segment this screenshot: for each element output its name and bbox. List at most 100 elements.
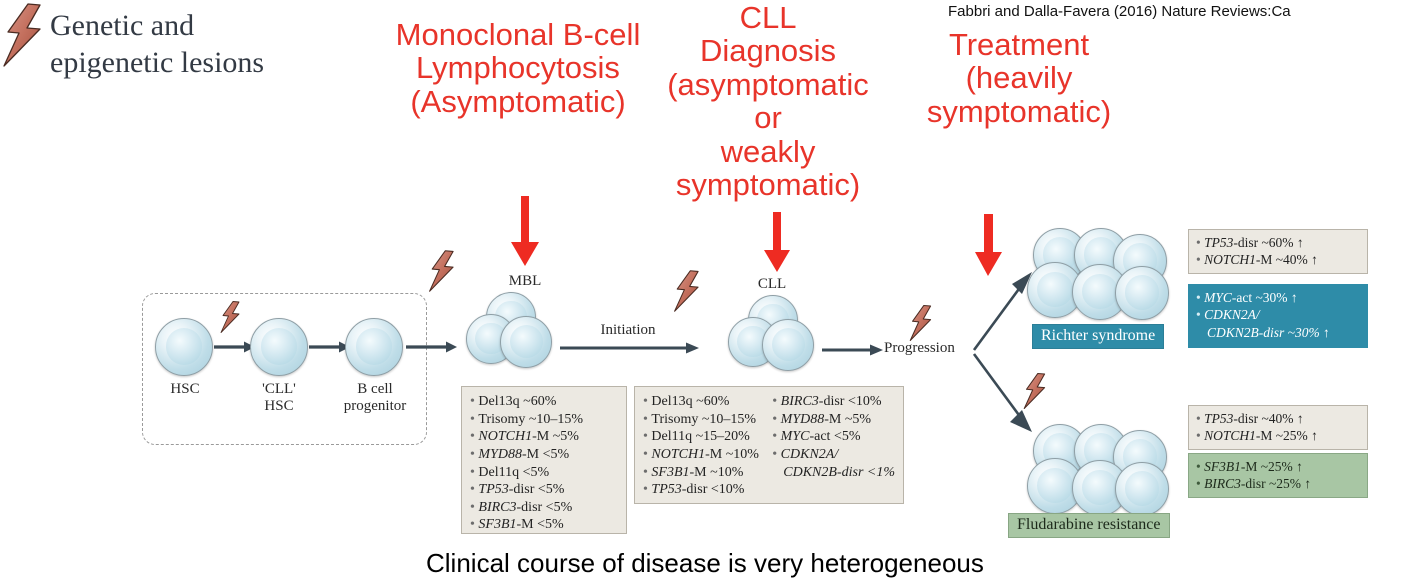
- lesion-gene: NOTCH1: [478, 429, 533, 445]
- cell-cluster-mbl: [466, 292, 558, 370]
- lesion-value: ~60%: [519, 394, 557, 409]
- lesion-item: • SF3B1-M <5%: [470, 516, 618, 534]
- lesion-item: • NOTCH1-M ~25% ↑: [1196, 427, 1360, 444]
- bullet-icon: •: [643, 464, 652, 480]
- infobox-mbl-lesions: • Del13q ~60%• Trisomy ~10–15%• NOTCH1-M…: [461, 386, 627, 534]
- bullet-icon: •: [470, 482, 479, 498]
- lesion-value: ~10–15%: [698, 411, 757, 427]
- lesion-gene: MYD88: [780, 411, 825, 427]
- bullet-icon: •: [643, 394, 652, 409]
- lesion-gene: Del13q: [478, 394, 520, 409]
- lesion-value: ~10–15%: [525, 411, 584, 427]
- bullet-icon: •: [643, 482, 652, 498]
- status-badge-fludarabine-resistance: Fludarabine resistance: [1008, 513, 1170, 538]
- lesion-item: • BIRC3-disr <5%: [470, 499, 618, 517]
- lesion-item: • TP53-disr ~60% ↑: [1196, 234, 1360, 251]
- lesion-value: ~15–20%: [692, 429, 750, 445]
- lesion-list-fludarabine-green: • SF3B1-M ~25% ↑ • BIRC3-disr ~25% ↑: [1196, 458, 1360, 493]
- bullet-icon: •: [1196, 476, 1205, 492]
- bullet-icon: •: [470, 429, 479, 445]
- label-mbl: MBL: [508, 273, 542, 289]
- lesion-item: • NOTCH1-M ~5%: [470, 428, 618, 446]
- bullet-icon: •: [470, 411, 479, 427]
- lesion-gene: MYC: [1204, 290, 1232, 305]
- lesion-item: • MYD88-M ~5%: [772, 411, 895, 429]
- lightning-bolt-icon: [909, 304, 932, 342]
- lesion-value: -M <5%: [516, 517, 564, 533]
- branch-arrow-upper-icon: [972, 272, 1032, 351]
- lesion-value: -M ~25% ↑: [1240, 459, 1303, 474]
- cell-cluster-richter: [1027, 228, 1175, 324]
- infobox-fludarabine-gray: • TP53-disr ~40% ↑• NOTCH1-M ~25% ↑: [1188, 405, 1368, 450]
- cell-cluster-cll: [728, 295, 820, 373]
- lesion-item: • Del13q ~60%: [470, 393, 618, 411]
- lesion-item: • Del11q <5%: [470, 464, 618, 482]
- lesion-item: • NOTCH1-M ~10%: [643, 446, 766, 464]
- status-badge-richter-syndrome: Richter syndrome: [1032, 324, 1165, 349]
- lesion-value: -disr <5%: [516, 499, 573, 515]
- flow-arrow-icon: [309, 341, 350, 353]
- bullet-icon: •: [1196, 252, 1205, 268]
- lightning-bolt-icon: [429, 250, 454, 292]
- slide-caption: Clinical course of disease is very heter…: [426, 548, 984, 578]
- branch-arrow-lower-icon: [972, 353, 1032, 432]
- lesion-gene: MYD88: [478, 446, 522, 462]
- lesion-list-richter-gray: • TP53-disr ~60% ↑• NOTCH1-M ~40% ↑: [1196, 234, 1360, 269]
- lesion-item: • TP53-disr ~40% ↑: [1196, 410, 1360, 427]
- flow-arrow-icon: [406, 341, 457, 353]
- label-cll-hsc: 'CLL' HSC: [262, 381, 296, 414]
- label-b-cell-progenitor: B cell progenitor: [343, 381, 407, 414]
- lesion-value: -disr <10%: [818, 394, 882, 409]
- label-progression: Progression: [884, 340, 955, 356]
- lesion-gene: Del13q: [651, 394, 693, 409]
- flow-arrow-icon: [822, 344, 883, 356]
- flow-arrow-icon: [560, 342, 699, 354]
- red-down-arrow-icon: [764, 212, 790, 272]
- lesion-value: -disr ~25% ↑: [1240, 476, 1312, 492]
- lesion-gene: Trisomy: [651, 411, 699, 427]
- lightning-bolt-icon: [1023, 372, 1046, 410]
- bullet-icon: •: [772, 411, 781, 427]
- lesion-value: -disr ~60% ↑: [1233, 235, 1304, 250]
- lesion-gene: TP53: [651, 482, 682, 498]
- infobox-richter-teal: • MYC-act ~30% ↑• CDKN2A/CDKN2B-disr ~30…: [1188, 284, 1368, 348]
- infobox-fludarabine-green: • SF3B1-M ~25% ↑ • BIRC3-disr ~25% ↑: [1188, 453, 1368, 498]
- lesion-gene: BIRC3: [780, 394, 819, 409]
- lightning-bolt-icon: [220, 301, 240, 333]
- lesion-item-continuation: CDKN2B-disr ~30% ↑: [1207, 324, 1330, 340]
- lesion-item: • Trisomy ~10–15%: [643, 411, 766, 429]
- lightning-bolt-icon: [674, 270, 699, 312]
- lesion-value: -disr <5%: [508, 482, 565, 498]
- lesion-gene: Del11q: [478, 464, 520, 480]
- lesion-gene: BIRC3: [478, 499, 517, 515]
- lesion-item: • Del11q ~15–20%: [643, 428, 766, 446]
- lesion-value: -M ~10%: [689, 464, 744, 480]
- lesion-gene: SF3B1: [1204, 459, 1241, 474]
- bullet-icon: •: [1196, 290, 1205, 305]
- lesion-item: • TP53-disr <10%: [643, 481, 766, 499]
- lesion-list-cll-col2: • BIRC3-disr <10%• MYD88-M ~5%• MYC-act …: [772, 393, 895, 499]
- lesion-item: • MYC-act ~30% ↑: [1196, 289, 1360, 306]
- lesion-value: -M ~25% ↑: [1255, 428, 1318, 444]
- lesion-item: • CDKN2A/: [772, 446, 895, 464]
- lesion-item: • CDKN2A/: [1196, 306, 1360, 323]
- bullet-icon: •: [470, 394, 479, 409]
- lesion-item: • NOTCH1-M ~40% ↑: [1196, 251, 1360, 268]
- lesion-gene: SF3B1: [478, 517, 517, 533]
- lesion-gene: TP53: [478, 482, 509, 498]
- cell-b-cell-progenitor: [345, 318, 403, 376]
- lesion-value: -M ~10%: [705, 446, 759, 462]
- bullet-icon: •: [772, 429, 781, 445]
- lesion-item: • Del13q ~60%: [643, 393, 766, 411]
- lesion-gene: SF3B1: [651, 464, 690, 480]
- lesion-gene: NOTCH1: [1204, 428, 1256, 444]
- lesion-gene: CDKN2A/: [1204, 307, 1260, 323]
- bullet-icon: •: [1196, 459, 1205, 474]
- heading-cll-diagnosis: CLL Diagnosis (asymptomatic or weakly sy…: [667, 0, 869, 203]
- red-down-arrow-icon: [975, 214, 1002, 276]
- lesion-gene: BIRC3: [1204, 476, 1241, 492]
- cell-cluster-fludarabine: [1027, 424, 1175, 520]
- flow-arrow-icon: [214, 341, 255, 353]
- lesion-gene: Trisomy: [478, 411, 526, 427]
